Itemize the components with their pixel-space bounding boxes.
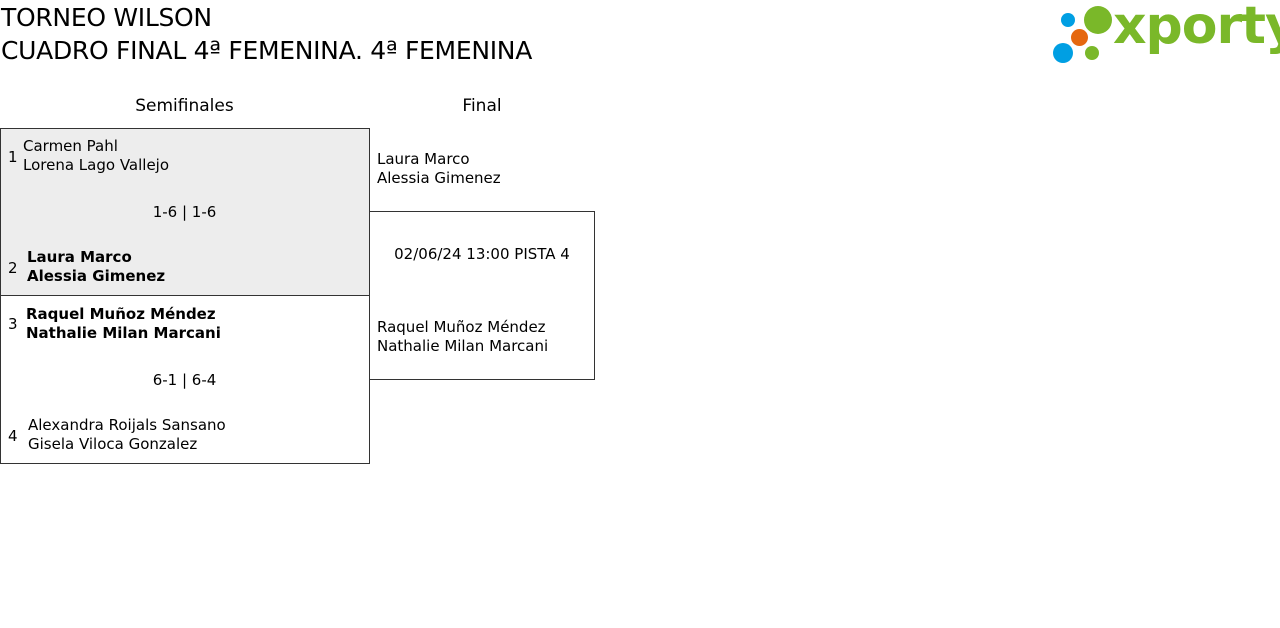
- player-name: Lorena Lago Vallejo: [23, 156, 170, 174]
- player-name: Carmen Pahl: [23, 137, 118, 155]
- logo-dot-icon: [1061, 13, 1075, 27]
- final-match[interactable]: [369, 211, 595, 380]
- player-name: Gisela Viloca Gonzalez: [28, 435, 198, 453]
- player-name: Laura Marco: [27, 248, 132, 266]
- tournament-title: TORNEO WILSON: [1, 3, 212, 32]
- seed-number: 3: [8, 315, 18, 333]
- player-name: Nathalie Milan Marcani: [26, 324, 221, 342]
- player-name: Nathalie Milan Marcani: [377, 337, 549, 355]
- seed-number: 2: [8, 259, 18, 277]
- player-name: Alessia Gimenez: [377, 169, 501, 187]
- logo-dot-icon: [1071, 29, 1088, 46]
- logo-dot-icon: [1084, 6, 1112, 34]
- player-name: Alessia Gimenez: [27, 267, 166, 285]
- logo-text: xporty: [1113, 0, 1280, 56]
- seed-number: 4: [8, 427, 18, 445]
- match-schedule: 02/06/24 13:00 PISTA 4: [394, 245, 570, 263]
- round-header-final: Final: [462, 96, 502, 116]
- seed-number: 1: [8, 148, 18, 166]
- xporty-logo[interactable]: [1050, 0, 1280, 70]
- match-score: 1-6 | 1-6: [152, 203, 217, 221]
- player-name: Laura Marco: [377, 150, 470, 168]
- round-header-semifinals: Semifinales: [135, 96, 234, 116]
- draw-title: CUADRO FINAL 4ª FEMENINA. 4ª FEMENINA: [1, 36, 532, 65]
- logo-dot-icon: [1053, 43, 1073, 63]
- player-name: Raquel Muñoz Méndez: [26, 305, 216, 323]
- player-name: Raquel Muñoz Méndez: [377, 318, 546, 336]
- player-name: Alexandra Roijals Sansano: [28, 416, 226, 434]
- match-score: 6-1 | 6-4: [152, 371, 217, 389]
- logo-dot-icon: [1085, 46, 1099, 60]
